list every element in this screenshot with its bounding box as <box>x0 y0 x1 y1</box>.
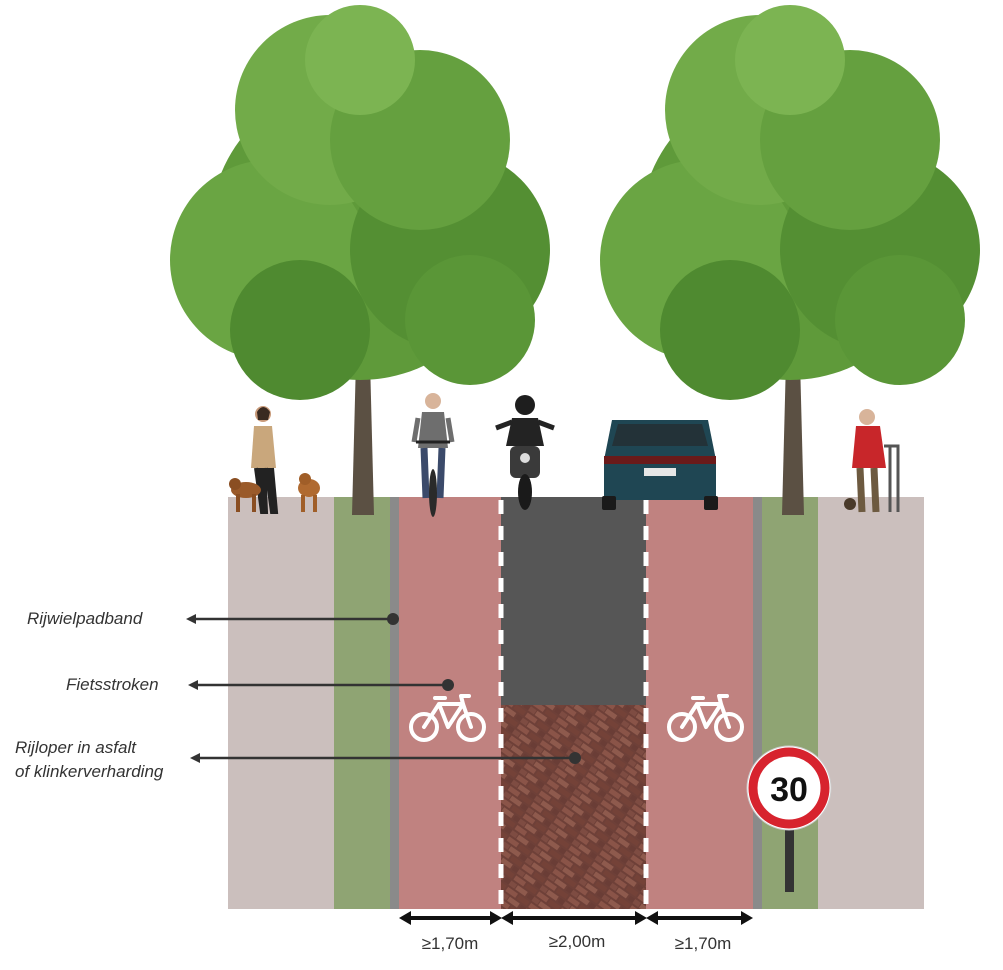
curb-left <box>390 497 399 909</box>
car-illustration <box>602 420 718 510</box>
pointer-rijloper <box>190 752 581 764</box>
sidewalk-right <box>818 497 924 909</box>
tree-illustration <box>600 5 980 515</box>
asphalt-lane <box>501 497 646 705</box>
dimension-arrow-right <box>646 911 753 925</box>
label-fietsstroken: Fietsstroken <box>66 675 159 694</box>
label-rijloper-line2: of klinkerverharding <box>15 762 164 781</box>
curb-right <box>753 497 762 909</box>
dimension-label-center: ≥2,00m <box>548 932 606 951</box>
dimension-label-right: ≥1,70m <box>674 934 732 953</box>
label-rijloper-line1: Rijloper in asfalt <box>15 738 136 757</box>
dimension-arrow-center <box>501 911 647 925</box>
verge-left <box>334 497 390 909</box>
bicycle-icon <box>409 694 486 742</box>
brick-lane <box>501 705 646 909</box>
pointer-rijwielpadband <box>186 613 399 625</box>
elderly-pedestrian-illustration <box>844 409 900 513</box>
bicycle-icon <box>667 694 744 742</box>
cyclist-illustration <box>411 393 455 517</box>
motorcyclist-illustration <box>495 395 555 510</box>
speed-limit-sign: 30 <box>746 745 832 892</box>
tree-illustration <box>170 5 550 515</box>
dimension-arrow-left <box>399 911 502 925</box>
sidewalk-left <box>228 497 334 909</box>
pointer-fietsstroken <box>188 679 454 691</box>
dimension-label-left: ≥1,70m <box>421 934 479 953</box>
speed-limit-value: 30 <box>770 771 808 809</box>
pedestrian-with-dogs-illustration <box>229 406 320 514</box>
label-rijwielpadband: Rijwielpadband <box>27 609 143 628</box>
